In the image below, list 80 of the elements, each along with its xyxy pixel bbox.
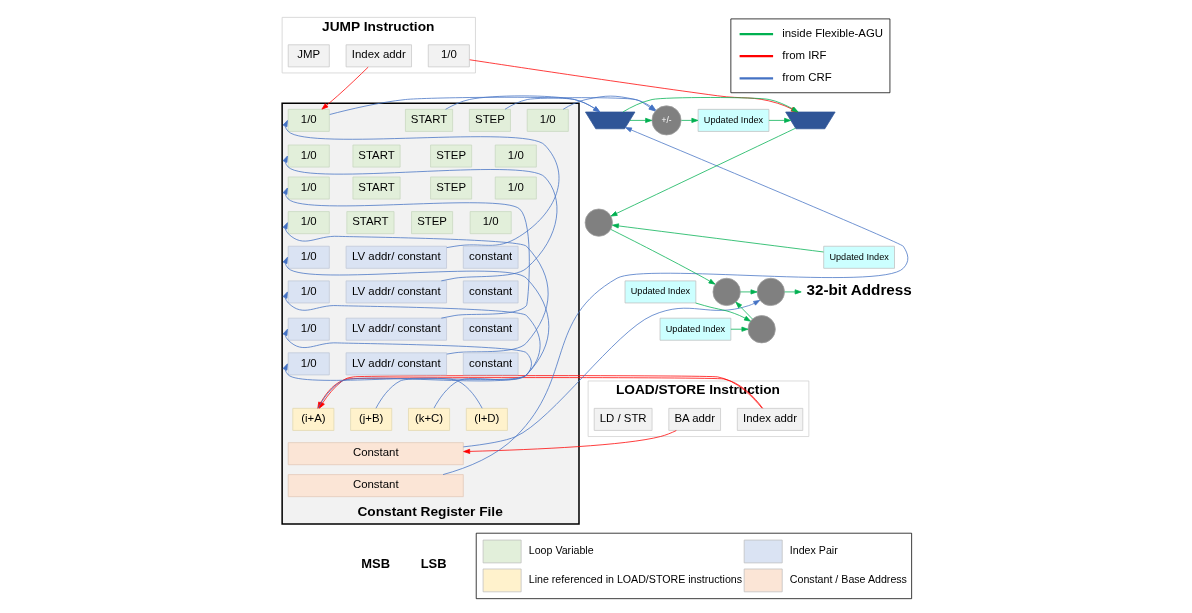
arrow (442, 127, 908, 475)
node-box: JMP (287, 44, 330, 68)
legend-label: from CRF (781, 70, 832, 83)
node-box: Updated Index (659, 317, 731, 341)
node-circle (756, 277, 785, 306)
node-box: Updated Index (624, 280, 696, 304)
node-box: 1/0 (287, 109, 330, 132)
node-circle (584, 208, 613, 237)
arrow (783, 289, 802, 295)
arrow (739, 289, 757, 295)
node-box: START (352, 176, 400, 200)
node-box: Index addr (736, 408, 803, 431)
node-box: Updated Index (822, 245, 895, 269)
node-box: STEP (429, 176, 472, 200)
node-box: 1/0 (526, 109, 569, 132)
arrow (629, 117, 652, 123)
node-box: 1/0 (287, 211, 330, 235)
node-box: Constant (287, 442, 464, 466)
node-trapezoid (584, 111, 635, 130)
node-text: 32-bit Address (806, 280, 912, 298)
node-box: STEP (410, 211, 453, 235)
node-label: MSB (360, 556, 390, 572)
node-circle: +/- (651, 105, 681, 136)
node-box: 1/0 (287, 317, 330, 341)
node-box: 1/0 (494, 144, 537, 168)
node-box: 1/0 (494, 176, 537, 200)
node-box: LV addr/ constant (345, 317, 447, 341)
node-box: (i+A) (291, 408, 334, 431)
arrow (282, 187, 530, 319)
node-box: constant (462, 245, 518, 269)
node-box: Constant (287, 474, 464, 498)
node-box: LD / STR (593, 408, 652, 431)
arrow (610, 127, 796, 217)
node-label: LSB (420, 556, 447, 572)
node-box: (k+C) (407, 408, 450, 431)
arrow (735, 301, 753, 320)
arrow (444, 95, 600, 113)
arrow (611, 223, 824, 253)
node-box: BA addr (667, 408, 721, 431)
arrow (610, 229, 715, 285)
arrow (680, 117, 698, 123)
node-box: 1/0 (287, 245, 330, 269)
legend-label: Index Pair (789, 544, 838, 557)
legend-label: Line referenced in LOAD/STORE instructions (528, 573, 742, 586)
node-box: constant (462, 352, 518, 376)
legend-label: Constant / Base Address (789, 573, 907, 586)
node-box: (j+B) (349, 408, 392, 431)
node-box: 1/0 (287, 280, 330, 304)
arrow (321, 66, 369, 110)
legend-label: from IRF (781, 48, 827, 61)
arrow (694, 302, 751, 322)
node-circle (712, 277, 741, 306)
arrow (282, 155, 557, 282)
node-box: START (345, 211, 394, 235)
node-box: START (404, 109, 453, 132)
node-box: Index addr (345, 44, 412, 68)
node-box: STEP (429, 144, 472, 168)
legend-label: inside Flexible-AGU (781, 26, 883, 39)
node-box: LV addr/ constant (345, 280, 447, 304)
node-box: LV addr/ constant (345, 352, 447, 376)
node-box: (l+D) (465, 408, 508, 431)
node-circle (747, 315, 776, 344)
node-box: constant (462, 317, 518, 341)
arrow (730, 326, 748, 332)
node-box: 1/0 (287, 144, 330, 168)
node-box: LV addr/ constant (345, 245, 447, 269)
arrow (328, 96, 600, 115)
node-box: 1/0 (287, 176, 330, 200)
arrow (282, 120, 559, 248)
node-box: START (352, 144, 400, 168)
node-box: Updated Index (697, 109, 769, 132)
node-box: constant (462, 280, 518, 304)
node-box: 1/0 (427, 44, 470, 68)
arrow (282, 222, 549, 355)
legend-label: Loop Variable (528, 544, 594, 557)
arrow (768, 117, 791, 123)
node-box: STEP (468, 109, 511, 132)
node-box: 1/0 (469, 211, 512, 235)
arrow (462, 430, 677, 454)
node-box: 1/0 (287, 352, 330, 376)
